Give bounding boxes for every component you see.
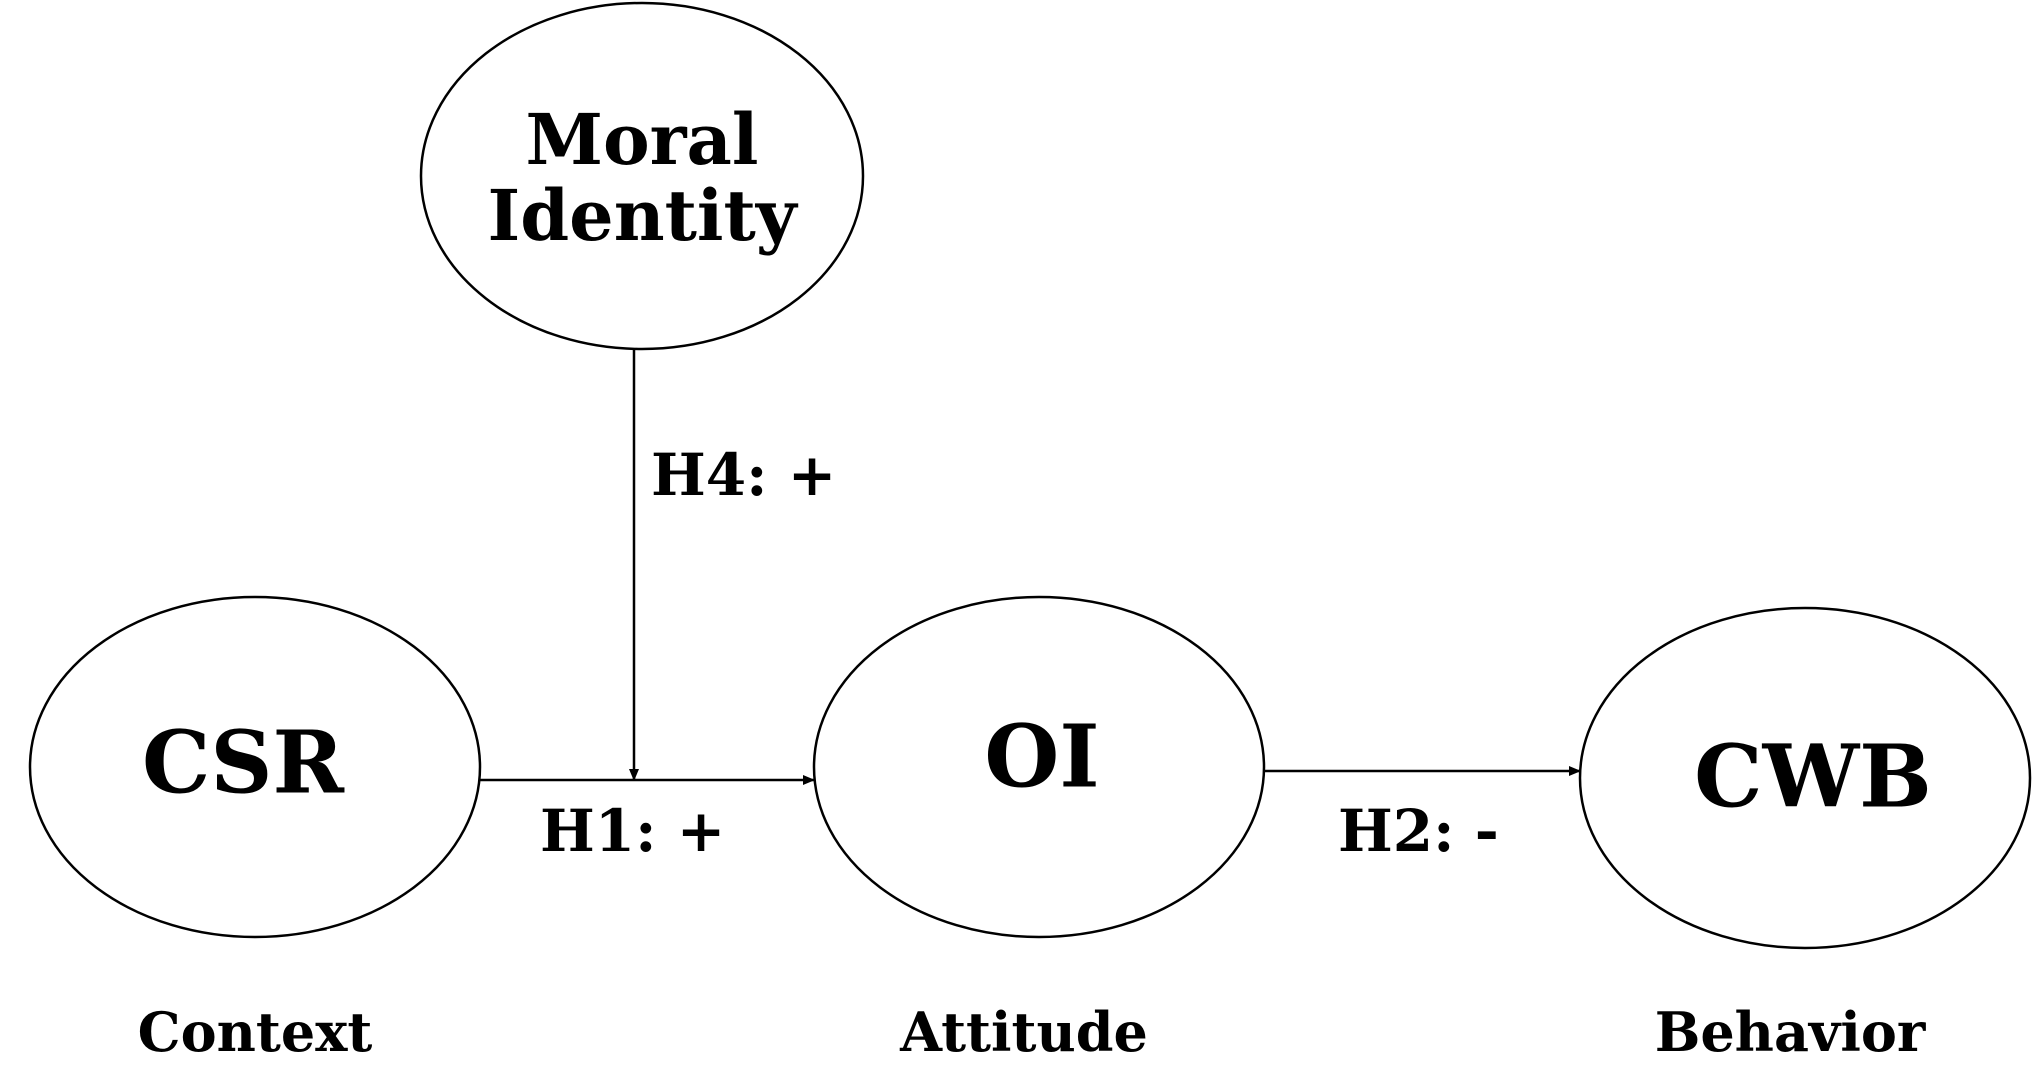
cwb-label: CWB [1694, 727, 1932, 828]
node-oi: OI [812, 595, 1266, 939]
edge-h1: H1: + [480, 775, 815, 865]
edge-h4: H4: + [629, 349, 836, 781]
category-attitude: Attitude [899, 1000, 1148, 1064]
category-behavior: Behavior [1655, 1000, 1926, 1064]
category-context: Context [138, 1000, 373, 1064]
edge-h2: H2: - [1264, 766, 1581, 865]
node-csr: CSR [28, 595, 482, 939]
csr-ellipse [28, 595, 482, 939]
node-cwb: CWB [1578, 606, 2032, 950]
csr-label: CSR [142, 713, 345, 814]
oi-label: OI [984, 707, 1099, 808]
h4-label: H4: + [651, 441, 836, 509]
cwb-ellipse [1578, 606, 2032, 950]
h1-label: H1: + [540, 797, 725, 865]
moral-identity-ellipse [419, 1, 865, 351]
moral-identity-label-line1: Moral [525, 98, 758, 181]
node-moral-identity: Moral Identity [419, 1, 865, 351]
moral-identity-label-line2: Identity [487, 174, 798, 257]
oi-ellipse [812, 595, 1266, 939]
h2-label: H2: - [1338, 797, 1499, 865]
